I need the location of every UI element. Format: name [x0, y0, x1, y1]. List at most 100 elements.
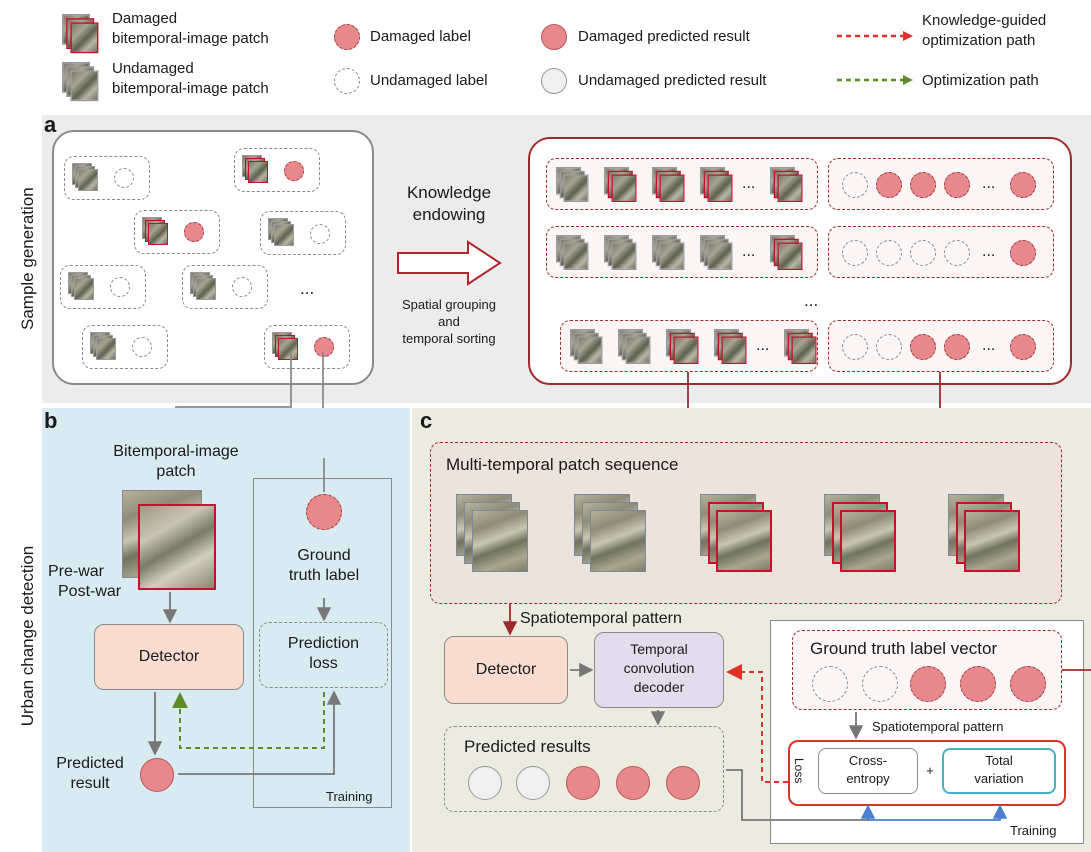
damaged-pred-icon: [616, 766, 650, 800]
sequence-patch: [456, 494, 542, 590]
undamaged-patch-icon: [90, 332, 116, 360]
training-label-b: Training: [326, 789, 373, 804]
undamaged-patch-icon: [700, 235, 733, 270]
undamaged-label-icon: [862, 666, 898, 702]
sample-group: [60, 265, 146, 309]
legend-knowledge-path-line1: Knowledge-guided: [922, 12, 1047, 29]
knowledge-endowing-arrow: [397, 240, 502, 286]
knowledge-endowing-line1: Knowledge: [406, 183, 492, 202]
pred-result-line2: result: [70, 775, 110, 792]
damaged-label-icon: [1010, 240, 1036, 266]
damaged-label-icon: [284, 161, 304, 181]
panel-c-letter: c: [420, 408, 433, 433]
legend-undamaged-pred: Undamaged predicted result: [578, 72, 767, 89]
damaged-patch-icon: [652, 167, 685, 202]
damaged-patch-icon: [714, 329, 747, 364]
detector-label-c: Detector: [475, 661, 537, 678]
sample-group: [82, 325, 168, 369]
spatiotemporal-label-2: Spatiotemporal pattern: [872, 719, 1004, 734]
damaged-patch-icon: [700, 167, 733, 202]
legend-opt-path: Optimization path: [922, 72, 1039, 89]
total-variation-line2: variation: [974, 771, 1024, 786]
decoder-line2: convolution: [623, 660, 695, 676]
row-label-ellipsis: ...: [982, 175, 996, 192]
spatial-grouping-line2: and: [438, 314, 460, 329]
postwar-label: Post-war: [58, 583, 122, 600]
loss-box: [788, 740, 1066, 806]
sequence-patch: [574, 494, 660, 590]
row-patch-ellipsis: ...: [742, 243, 756, 260]
decoder-line3: decoder: [633, 679, 685, 695]
decoder-box: [594, 632, 724, 708]
damaged-patch-icon: [272, 332, 298, 360]
row-label-ellipsis: ...: [982, 337, 996, 354]
row-label-ellipsis: ...: [982, 243, 996, 260]
damaged-pred-icon: [666, 766, 700, 800]
damaged-patch-icon: [242, 155, 268, 183]
legend-damaged-pred: Damaged predicted result: [578, 28, 750, 45]
undamaged-patch-icon: [190, 272, 216, 300]
sequence-title: Multi-temporal patch sequence: [446, 455, 679, 474]
sample-group: [264, 325, 350, 369]
patch-label-line1: Bitemporal-image: [113, 443, 239, 460]
spatiotemporal-label: Spatiotemporal pattern: [520, 610, 682, 627]
row-ellipsis: ...: [804, 291, 819, 310]
sequence-patch: [948, 494, 1034, 590]
undamaged-label-icon: [842, 334, 868, 360]
undamaged-label-icon: [232, 277, 252, 297]
undamaged-label-icon: [110, 277, 130, 297]
spatial-grouping-line3: temporal sorting: [402, 331, 496, 346]
undamaged-patch-icon: [268, 218, 294, 246]
damaged-patch-icon: [666, 329, 699, 364]
undamaged-patch-icon: [62, 62, 99, 102]
cross-entropy-box: [818, 748, 918, 794]
damaged-label-icon: [876, 172, 902, 198]
training-box-b: [253, 478, 392, 808]
damaged-label-icon: [334, 24, 360, 50]
undamaged-pred-icon: [468, 766, 502, 800]
training-box-c: [770, 620, 1084, 844]
damaged-patch-icon: [62, 14, 99, 54]
total-variation-line1: Total: [985, 753, 1013, 768]
damaged-label-icon: [910, 666, 946, 702]
sample-group: [134, 210, 220, 254]
undamaged-label-icon: [842, 240, 868, 266]
damaged-label-icon: [910, 334, 936, 360]
damaged-patch-icon: [770, 235, 803, 270]
damaged-label-icon: [184, 222, 204, 242]
pred-loss-line2: loss: [309, 655, 338, 672]
damaged-patch-icon: [784, 329, 817, 364]
legend-damaged-label: Damaged label: [370, 28, 471, 45]
gt-label-line1: Ground: [297, 547, 351, 564]
gt-vector-label: Ground truth label vector: [810, 639, 998, 658]
sample-ellipsis: ...: [300, 279, 315, 298]
damaged-label-icon: [314, 337, 334, 357]
predicted-result-icon: [140, 758, 174, 792]
sequence-patch: [824, 494, 910, 590]
panel-a-letter: a: [44, 112, 57, 137]
damaged-pred-icon: [566, 766, 600, 800]
undamaged-pred-icon: [541, 68, 567, 94]
undamaged-patch-icon: [68, 272, 94, 300]
knowledge-endowing-line2: endowing: [412, 205, 486, 224]
undamaged-label-icon: [114, 168, 134, 188]
damaged-patch-icon: [604, 167, 637, 202]
undamaged-patch-icon: [652, 235, 685, 270]
predicted-results-label: Predicted results: [464, 737, 591, 756]
prewar-label: Pre-war: [48, 563, 105, 580]
pred-loss-line1: Prediction: [287, 635, 360, 652]
spatial-grouping-line1: Spatial grouping: [402, 297, 496, 312]
undamaged-patch-icon: [604, 235, 637, 270]
legend-undamaged-label: Undamaged label: [370, 72, 488, 89]
undamaged-label-icon: [812, 666, 848, 702]
undamaged-label-icon: [334, 68, 360, 94]
sample-group: [260, 211, 346, 255]
damaged-patch-icon: [142, 217, 168, 245]
undamaged-label-icon: [876, 334, 902, 360]
sample-group: [182, 265, 268, 309]
predicted-results-box: [444, 726, 724, 812]
prediction-loss-box: [259, 622, 388, 688]
legend-damaged-patch-line2: bitemporal-image patch: [112, 30, 269, 47]
